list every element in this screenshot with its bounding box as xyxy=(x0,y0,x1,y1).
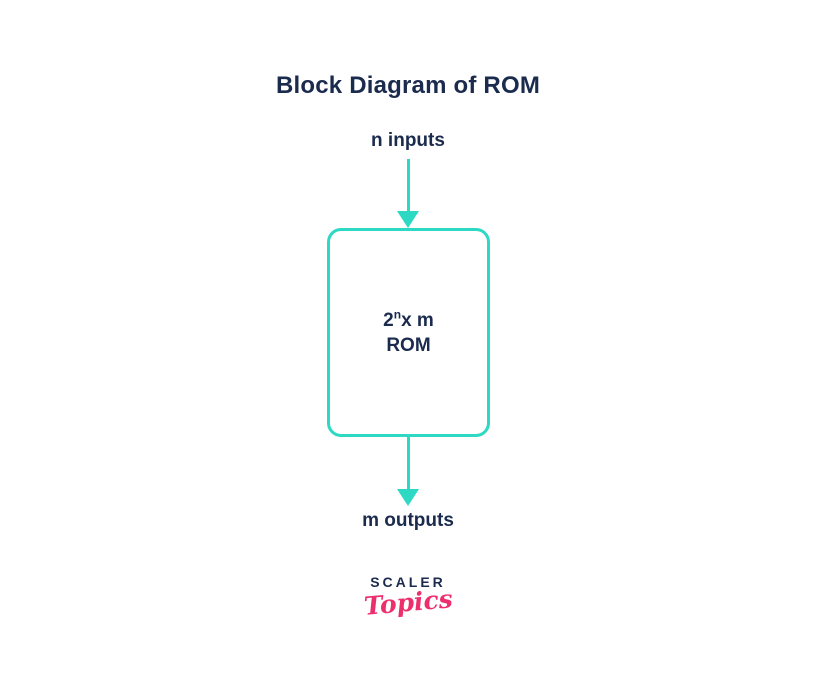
logo-scaler-text: SCALER xyxy=(370,574,446,590)
logo-topics-text: Topics xyxy=(362,584,454,621)
input-arrow xyxy=(397,159,419,228)
input-count-label: n inputs xyxy=(371,130,445,151)
output-count-label: m outputs xyxy=(362,510,454,531)
rom-name-label: ROM xyxy=(386,334,431,356)
output-arrow xyxy=(397,437,419,506)
output-arrow-shaft xyxy=(406,437,410,490)
rom-size-exponent: n xyxy=(393,307,402,322)
input-arrow-shaft xyxy=(406,159,410,212)
scaler-topics-logo: SCALER Topics xyxy=(0,574,816,621)
output-arrowhead-icon xyxy=(397,489,419,506)
rom-size-base: 2 xyxy=(383,309,394,331)
rom-size-rest: x m xyxy=(401,309,434,331)
input-arrowhead-icon xyxy=(397,211,419,228)
rom-block: 2nx m ROM xyxy=(327,228,490,437)
rom-size-label: 2nx m xyxy=(383,308,434,333)
diagram-title: Block Diagram of ROM xyxy=(275,72,541,99)
